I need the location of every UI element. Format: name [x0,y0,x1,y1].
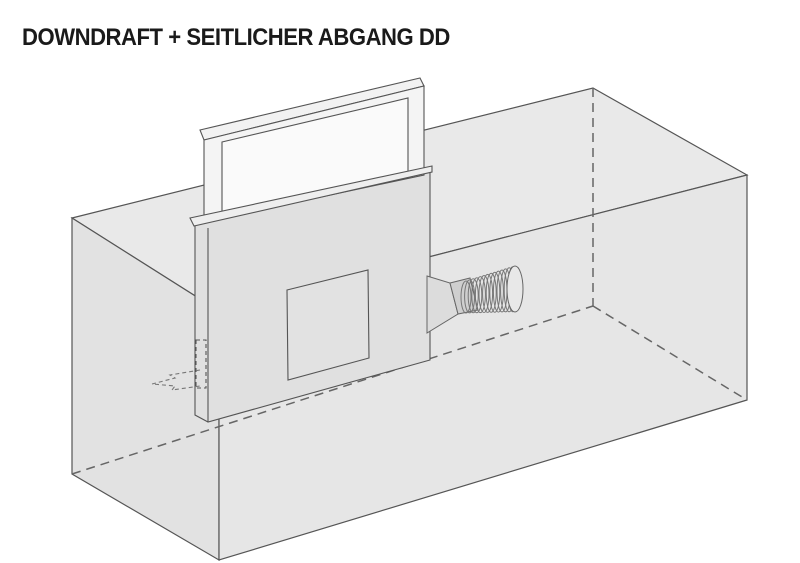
duct-rib [467,278,479,314]
duct-rib [485,272,497,313]
duct-rib [492,270,504,313]
hidden-edges [71,88,748,475]
downdraft-unit [151,77,433,423]
duct-rib [471,277,483,314]
side-outlet [195,339,207,389]
duct-rib [478,275,490,313]
airflow-arrow [151,369,201,391]
duct-rib [482,273,494,313]
duct-rib [474,276,486,314]
duct-rib [464,279,476,314]
diagram-title: DOWNDRAFT + SEITLICHER ABGANG DD [22,24,450,51]
duct-rib [489,271,501,313]
duct-rib [460,280,472,314]
exhaust-duct [426,265,524,334]
filter-panel [286,269,370,381]
